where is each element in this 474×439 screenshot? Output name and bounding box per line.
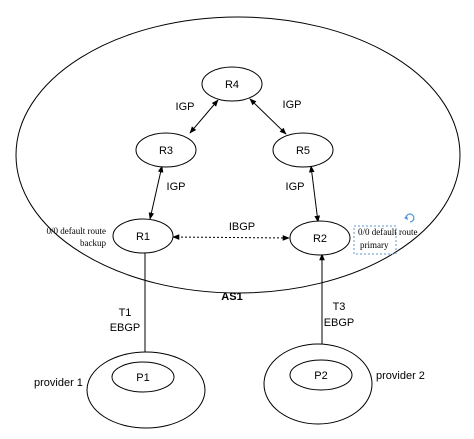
r2-route-annotation-selection[interactable] (353, 225, 397, 255)
router-r3[interactable] (135, 132, 197, 168)
link-r1-r3-label: IGP (167, 181, 186, 193)
link-r1-r3[interactable] (148, 165, 164, 220)
router-r5[interactable] (272, 132, 334, 168)
provider2-label: provider 2 (376, 370, 425, 382)
link-r2-r5[interactable] (309, 165, 320, 223)
link-t3-type-label: EBGP (324, 317, 355, 329)
link-t1-type-label: EBGP (110, 322, 141, 334)
router-r5-label: R5 (296, 145, 310, 157)
link-t1-label: T1 (119, 307, 132, 319)
router-r1-label: R1 (136, 231, 150, 243)
router-r4[interactable] (201, 66, 263, 102)
link-r4-r5-label: IGP (283, 99, 302, 111)
r1-route-annotation-line2: backup (80, 238, 106, 248)
provider1-outer[interactable] (86, 351, 206, 429)
rotate-handle-icon[interactable] (404, 213, 415, 223)
router-r4-label: R4 (225, 79, 239, 91)
provider2-p2-label: P2 (314, 370, 327, 382)
link-r3-r4[interactable] (189, 99, 219, 134)
router-r3-label: R3 (159, 145, 173, 157)
provider1-p1-label: P1 (136, 372, 149, 384)
link-t3-label: T3 (333, 301, 346, 313)
link-r3-r4-label: IGP (176, 101, 195, 113)
as1-label: AS1 (221, 291, 242, 303)
link-r1-r2-label: IBGP (229, 221, 255, 233)
router-r1[interactable] (112, 218, 174, 254)
provider1-label: provider 1 (34, 377, 83, 389)
as1-boundary[interactable] (15, 16, 461, 294)
link-r1-r2-ibgp[interactable] (172, 234, 290, 241)
r1-route-annotation-line1: 0/0 default route (47, 226, 106, 236)
r2-route-annotation-line2: primary (360, 240, 389, 250)
router-r2[interactable] (289, 220, 351, 256)
link-r4-r5[interactable] (249, 98, 287, 135)
provider2-outer[interactable] (263, 343, 373, 425)
provider2-inner-p2[interactable] (289, 359, 353, 391)
link-r2-r5-label: IGP (286, 181, 305, 193)
r2-route-annotation-line1: 0/0 default route (358, 227, 417, 237)
provider1-inner-p1[interactable] (111, 361, 175, 393)
router-r2-label: R2 (313, 233, 327, 245)
